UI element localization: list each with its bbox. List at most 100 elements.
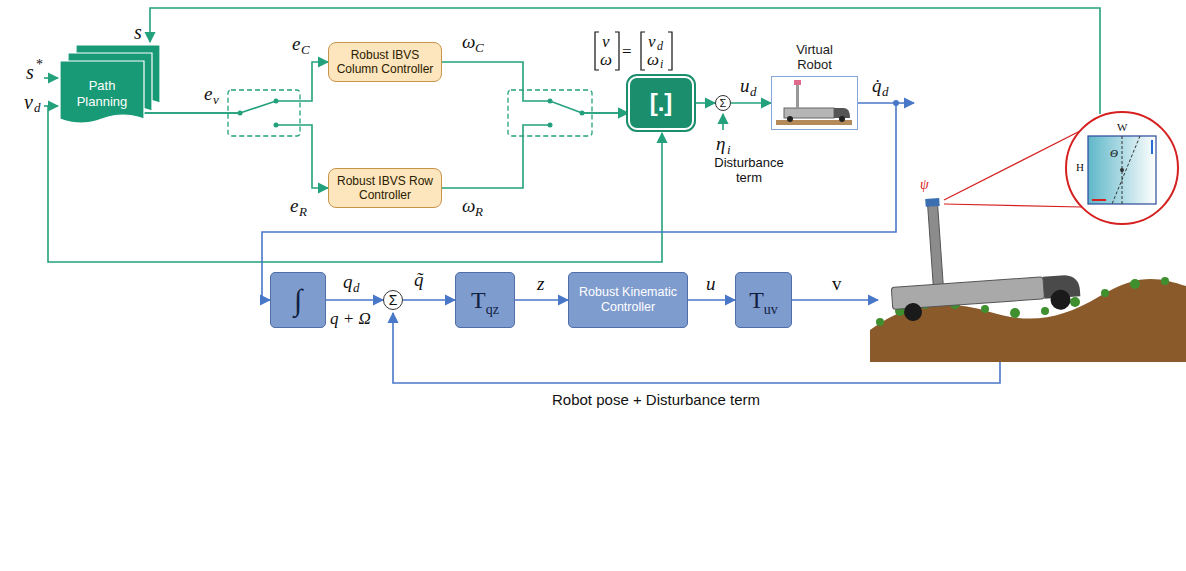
field-robot-illustration <box>870 112 1186 362</box>
math-symbol: C <box>475 41 484 54</box>
switch-box <box>508 90 592 136</box>
document-node: Path Planning <box>60 45 160 127</box>
math-symbol: ω <box>462 32 475 51</box>
math-symbol: d <box>750 85 757 98</box>
wheel <box>903 302 922 321</box>
math-symbol: Θ <box>1110 148 1118 159</box>
text-group: Σ <box>720 98 727 109</box>
signal-arrow <box>688 299 735 301</box>
crop-plants <box>876 277 1169 326</box>
matrix-bracket <box>595 32 599 70</box>
math-symbol: v <box>213 93 219 106</box>
math-symbol: v <box>648 33 656 50</box>
math-symbol: u <box>740 76 750 95</box>
signal-arrow <box>403 299 455 301</box>
image-plane <box>1088 136 1156 204</box>
plant <box>1070 297 1080 307</box>
signal-arrow <box>442 62 628 113</box>
math-symbol: s <box>134 22 142 42</box>
math-symbol: * <box>36 58 43 72</box>
text-group: ∫ <box>294 285 302 315</box>
switch-contact <box>238 99 585 128</box>
wheel <box>839 116 845 122</box>
math-symbol: i <box>660 58 663 70</box>
signal-arrow <box>144 62 328 113</box>
view-cone <box>944 131 1082 207</box>
controller-box: Robust IBVS Column Controller <box>328 42 442 82</box>
node-label: Σ <box>389 293 398 307</box>
text-group: Virtual Robot <box>780 42 850 73</box>
math-symbol: v <box>832 274 842 293</box>
wheel <box>1050 289 1071 310</box>
math-symbol: q̇ <box>872 76 882 95</box>
virtual-robot-box: Virtual Robot <box>771 76 858 130</box>
math-symbol: d <box>353 281 360 294</box>
transform-box: Robust Kinematic Controller <box>568 272 688 328</box>
command-arrow <box>792 299 878 301</box>
node-label: T <box>749 288 764 312</box>
math-symbol: d <box>34 101 41 114</box>
text-group: Σ <box>389 293 398 307</box>
math-symbol: z <box>537 274 544 293</box>
math-symbol: ω <box>462 196 475 215</box>
text-group: Robust IBVS Row Controller <box>334 174 436 203</box>
math-symbol: ω <box>600 51 612 68</box>
text-group: Tqz <box>471 288 499 312</box>
camera <box>794 80 801 85</box>
camera <box>925 198 940 207</box>
transform-box: Tqz <box>455 272 515 328</box>
input-arrow <box>44 77 58 79</box>
math-symbol: η <box>716 134 725 153</box>
math-symbol: q̃ <box>414 270 424 289</box>
math-symbol: ψ <box>920 178 929 192</box>
math-symbol: u <box>706 274 716 293</box>
plant <box>1161 277 1169 285</box>
signal-arrow <box>442 113 628 188</box>
text-group: Tuv <box>749 288 778 312</box>
inset-circle <box>1066 112 1178 224</box>
switch-box <box>228 90 592 136</box>
document-page <box>60 61 144 123</box>
marker-line <box>1151 140 1153 154</box>
plant <box>876 318 884 326</box>
math-symbol: e <box>290 196 298 215</box>
plant <box>1010 308 1020 318</box>
signal-arrow <box>731 102 771 104</box>
transform-box: Tuv <box>735 272 792 328</box>
summing-junction: Σ <box>383 290 403 310</box>
robot-mast <box>796 84 799 108</box>
node-label: Robust Kinematic Controller <box>575 285 681 315</box>
node-label: Robust IBVS Column Controller <box>334 48 436 77</box>
math-symbol: q + Ω <box>330 310 371 327</box>
math-symbol: R <box>299 205 307 218</box>
text-group: Robust IBVS Column Controller <box>334 48 436 77</box>
math-symbol: i <box>727 143 731 156</box>
node-label: ∫ <box>294 285 302 315</box>
text-group: Path Planning <box>67 78 137 109</box>
matrix-bracket <box>641 32 645 70</box>
wheel <box>787 116 793 122</box>
math-symbol: R <box>475 205 483 218</box>
input-arrow <box>44 105 58 107</box>
math-symbol: ω <box>647 51 659 68</box>
matrix-bracket <box>668 32 672 70</box>
node-label: Robust IBVS Row Controller <box>334 174 436 203</box>
math-symbol: q <box>343 272 353 291</box>
math-symbol: H <box>1076 162 1084 173</box>
plant <box>1041 307 1049 315</box>
math-symbol: = <box>622 43 632 60</box>
math-symbol: d <box>882 85 889 98</box>
text-group: Robust Kinematic Controller <box>575 285 681 315</box>
marker-line <box>1092 199 1106 201</box>
annotation: Disturbance term <box>706 156 792 186</box>
annotation: Robot pose + Disturbance term <box>552 392 760 407</box>
node-label: Σ <box>720 98 727 109</box>
matrix-bracket <box>615 32 619 70</box>
plant <box>1130 279 1140 289</box>
signal-arrow <box>144 113 328 188</box>
text-group: [.] <box>650 91 673 115</box>
signal-arrow <box>694 102 715 104</box>
signal-wire <box>44 8 1100 262</box>
subscript: uv <box>764 303 778 317</box>
mini-robot-icon <box>776 80 852 125</box>
